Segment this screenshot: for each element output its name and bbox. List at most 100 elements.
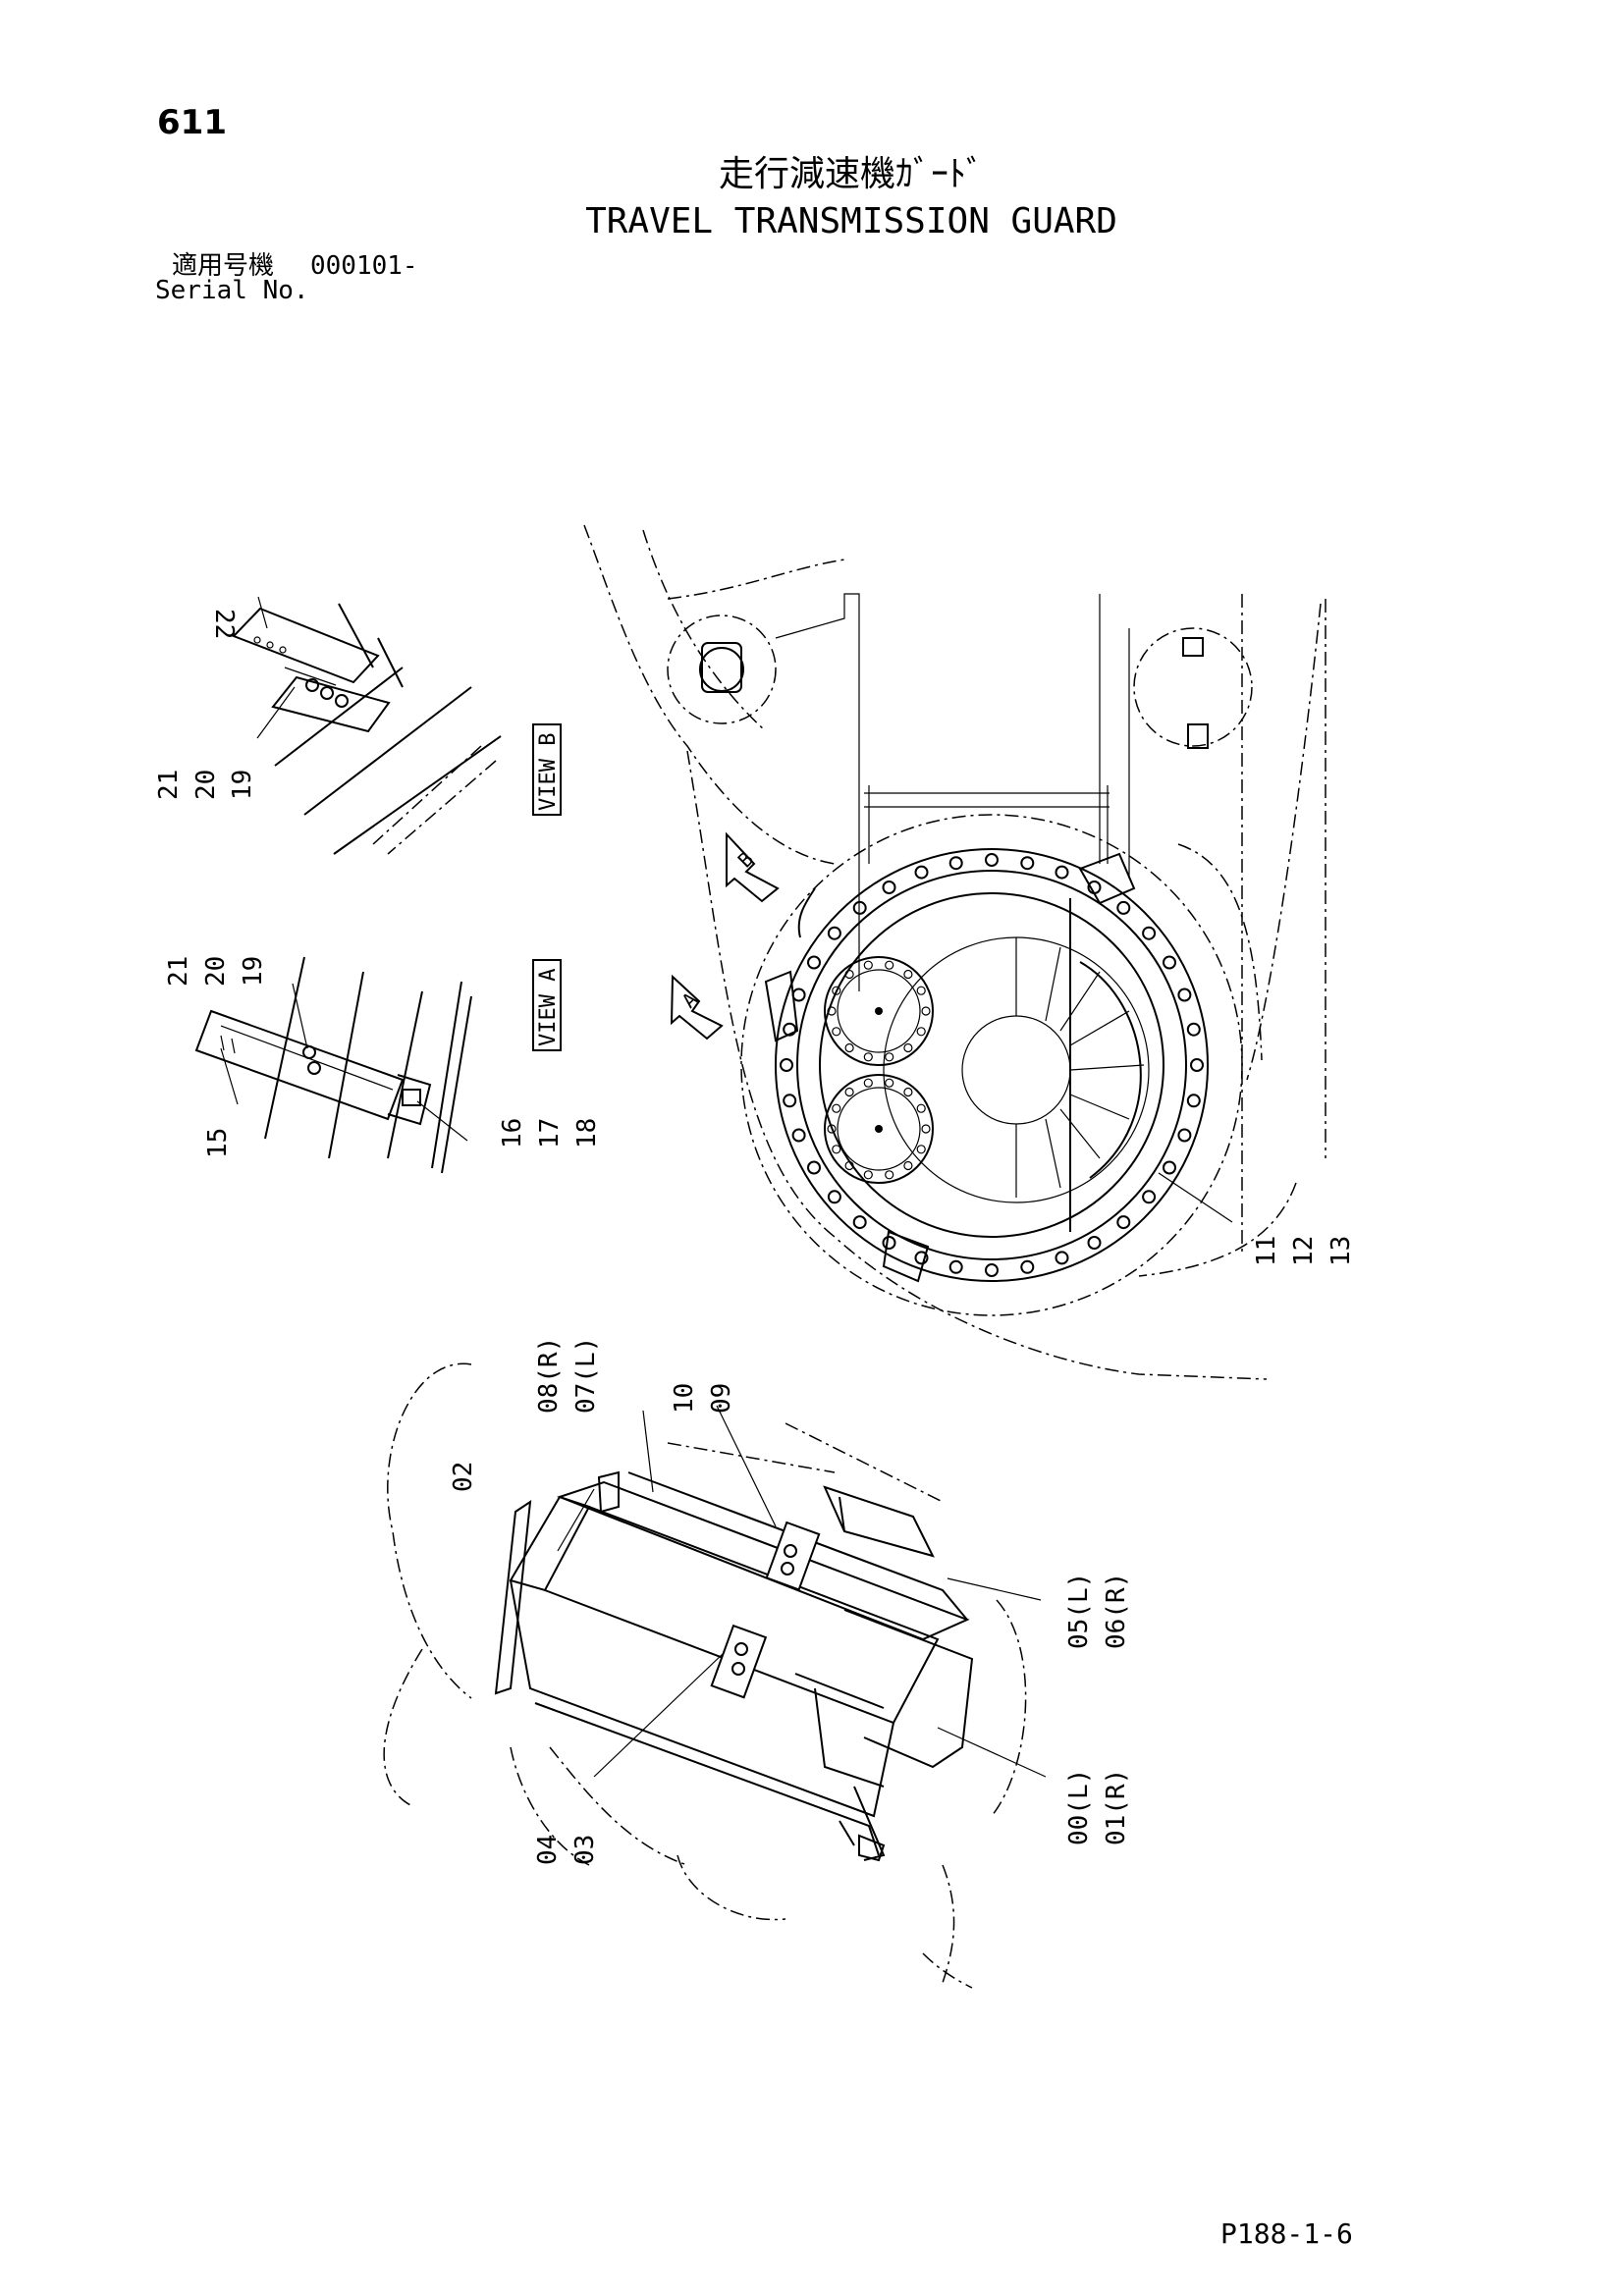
pinion-tooth <box>832 1027 841 1037</box>
pinion-tooth <box>916 1145 926 1154</box>
gearbox-bolt <box>852 900 867 915</box>
pinion-tooth <box>903 1042 913 1053</box>
pinion-tooth <box>916 1103 926 1113</box>
callout-00-l: 00(L) <box>1064 1769 1094 1845</box>
callout-19-view-a: 19 <box>239 956 268 987</box>
pinion-tooth <box>921 1124 931 1134</box>
gearbox-bolt <box>914 1251 929 1265</box>
gearbox-bolt <box>1020 1259 1035 1274</box>
pinion-tooth <box>827 1124 837 1134</box>
gearbox-bolt <box>783 1022 797 1037</box>
gearbox-bolt <box>1116 900 1131 915</box>
callout-22: 22 <box>209 609 239 639</box>
gearbox-bolt <box>1186 1022 1201 1037</box>
gearbox-bolt <box>1055 865 1069 880</box>
gearbox-bolt <box>1190 1058 1204 1072</box>
pinion-tooth <box>863 960 873 970</box>
callout-16: 16 <box>498 1118 527 1148</box>
callout-08-r: 08(R) <box>534 1337 564 1414</box>
gearbox-bolt <box>1142 926 1157 940</box>
gearbox-bolt <box>985 853 999 867</box>
serial-number: 000101- <box>310 251 418 281</box>
callout-11: 11 <box>1252 1236 1281 1266</box>
view-b-label: VIEW B <box>532 723 562 816</box>
pinion-tooth <box>885 1052 894 1062</box>
frame-boss-right <box>1099 594 1253 879</box>
gearbox-bolt <box>807 955 821 970</box>
pinion-tooth <box>863 1170 873 1180</box>
gearbox-bolt <box>948 856 963 871</box>
callout-03: 03 <box>570 1835 600 1865</box>
gearbox-bolt <box>882 881 896 894</box>
gearbox-bolt <box>1087 1236 1102 1250</box>
pinion-tooth <box>863 1078 873 1088</box>
pinion-tooth <box>844 969 854 980</box>
pinion-tooth <box>903 1087 913 1097</box>
pinion-tooth <box>885 960 894 970</box>
gearbox-bolt <box>1163 1160 1176 1175</box>
page-title-english: TRAVEL TRANSMISSION GUARD <box>585 201 1117 241</box>
track-roller-outline <box>383 1362 1027 1989</box>
view-a-detail <box>194 956 472 1174</box>
gearbox-brackets <box>764 852 1136 1283</box>
callout-numbers: 22 21 20 19 21 20 19 15 16 17 18 11 12 1… <box>154 609 1356 1865</box>
view-b-arrow: B <box>726 831 780 903</box>
callout-13: 13 <box>1326 1236 1356 1266</box>
pinion-tooth <box>844 1160 854 1171</box>
pinion-tooth <box>885 1078 894 1088</box>
callout-10: 10 <box>670 1383 699 1414</box>
pinion-tooth <box>903 969 913 980</box>
pinion-tooth <box>844 1087 854 1097</box>
frame-boss-left <box>667 593 860 991</box>
callout-09: 09 <box>707 1383 736 1414</box>
pinion-tooth <box>832 1103 841 1113</box>
gearbox-bolt <box>914 865 929 880</box>
callout-19-view-b: 19 <box>228 770 257 800</box>
gearbox-bolt <box>1116 1215 1131 1230</box>
callout-05-l: 05(L) <box>1064 1573 1094 1649</box>
page-title-japanese: 走行減速機ｶﾞｰﾄﾞ <box>718 154 984 194</box>
gearbox-bolt <box>852 1215 867 1230</box>
leader-lines <box>220 596 1233 1778</box>
pinion-tooth <box>921 1006 931 1016</box>
callout-21-view-a: 21 <box>164 956 193 987</box>
page-number: 611 <box>157 103 227 142</box>
callout-20-view-b: 20 <box>191 770 221 800</box>
callout-21-view-b: 21 <box>154 770 184 800</box>
view-a-arrow: A <box>670 974 724 1041</box>
pinion-tooth <box>832 1145 841 1154</box>
callout-01-r: 01(R) <box>1102 1769 1131 1845</box>
gearbox-bolt <box>1055 1251 1069 1265</box>
serial-label-english: Serial No. <box>155 276 309 305</box>
pinion-tooth <box>844 1042 854 1053</box>
gearbox-bolt <box>1177 988 1192 1002</box>
track-frame-outline <box>583 524 1326 1380</box>
pinion-tooth <box>903 1160 913 1171</box>
gearbox-bolt <box>791 1128 806 1143</box>
callout-07-l: 07(L) <box>571 1337 601 1414</box>
gearbox-bolt <box>827 926 841 940</box>
pinion-tooth <box>916 1027 926 1037</box>
gearbox-bolt <box>1177 1128 1192 1143</box>
gearbox-bolt <box>948 1259 963 1274</box>
view-b-text: VIEW B <box>536 733 561 811</box>
gearbox-bolt <box>1020 856 1035 871</box>
gearbox-bolt <box>780 1058 793 1072</box>
footer-page-code: P188-1-6 <box>1220 2217 1353 2250</box>
pinion-tooth <box>832 986 841 995</box>
pinion-tooth <box>916 986 926 995</box>
pinion-tooth <box>863 1052 873 1062</box>
gearbox-bolt <box>1142 1190 1157 1204</box>
gearbox-bolt <box>882 1236 896 1250</box>
gearbox-bolt <box>827 1190 841 1204</box>
callout-12: 12 <box>1289 1236 1319 1266</box>
gearbox-bolt <box>1186 1094 1201 1108</box>
gearbox-bolt <box>791 988 806 1002</box>
callout-20-view-a: 20 <box>201 956 231 987</box>
serial-label-japanese: 適用号機 <box>172 251 275 281</box>
callout-04: 04 <box>533 1835 563 1865</box>
callout-02: 02 <box>449 1462 478 1492</box>
callout-18: 18 <box>572 1118 602 1148</box>
view-a-text: VIEW A <box>536 969 561 1046</box>
